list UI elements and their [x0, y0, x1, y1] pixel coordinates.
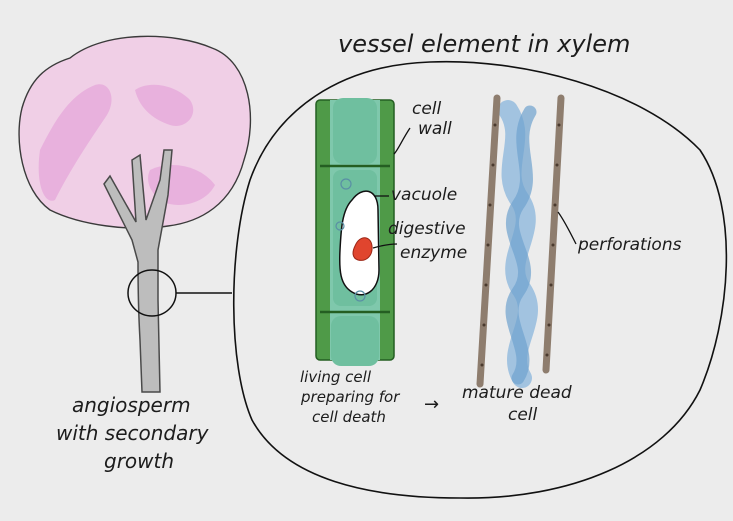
arrow-label: →	[424, 394, 439, 415]
tree-caption-line-3: growth	[104, 449, 174, 473]
label-cell-wall-2: wall	[418, 119, 452, 139]
label-vacuole: vacuole	[391, 185, 457, 205]
dead-wall-left	[476, 94, 501, 388]
label-enzyme-1: digestive	[388, 219, 466, 239]
label-perforations: perforations	[577, 235, 682, 255]
perforation-marks	[480, 123, 561, 367]
label-enzyme-2: enzyme	[400, 243, 467, 263]
leader-perforations	[557, 211, 577, 245]
magnified-view-circle	[232, 60, 728, 499]
label-dead-cell-1: mature dead	[462, 383, 572, 403]
dead-cell	[476, 94, 565, 388]
water-flow-2	[505, 105, 537, 385]
label-cell-wall-1: cell	[412, 99, 442, 119]
leader-cell-wall	[393, 127, 411, 155]
tree-caption-line-1: angiosperm	[72, 393, 191, 417]
label-living-cell-2: preparing for	[300, 388, 400, 406]
tree	[18, 35, 252, 393]
tree-trunk	[103, 149, 173, 393]
living-cell	[315, 98, 395, 366]
leader-enzyme	[372, 243, 398, 249]
dead-wall-right	[542, 94, 565, 374]
label-living-cell-1: living cell	[300, 368, 372, 386]
label-living-cell-3: cell death	[312, 408, 386, 426]
organelles	[335, 178, 366, 302]
enzyme-blob	[352, 237, 373, 261]
cytoplasm-upper	[333, 98, 377, 164]
cytoplasm-lower	[331, 316, 379, 366]
diagram-title: vessel element in xylem	[338, 30, 630, 58]
tree-caption-line-2: with secondary	[56, 421, 210, 445]
label-dead-cell-2: cell	[508, 405, 538, 425]
